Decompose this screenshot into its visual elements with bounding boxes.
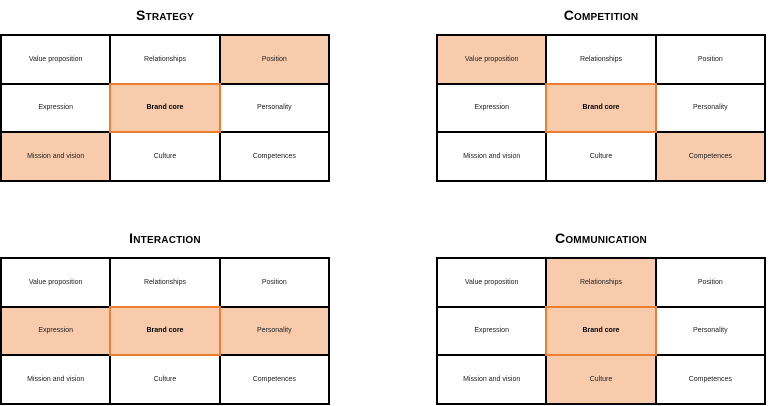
cell-position: Position xyxy=(656,259,766,308)
cell-personality: Personality xyxy=(220,307,330,357)
cell-culture: Culture xyxy=(111,133,221,182)
cell-culture: Culture xyxy=(111,356,221,405)
cell-culture: Culture xyxy=(547,356,657,405)
cell-position: Position xyxy=(220,259,330,308)
panel-title: Strategy xyxy=(136,7,194,23)
cell-expression: Expression xyxy=(438,307,548,357)
brand-grid: Value proposition Relationships Position… xyxy=(436,34,766,182)
cell-value-proposition: Value proposition xyxy=(2,36,112,85)
panel-title: Competition xyxy=(563,7,639,23)
cell-brand-core: Brand core xyxy=(545,82,657,134)
cell-relationships: Relationships xyxy=(111,36,221,85)
cell-brand-core: Brand core xyxy=(109,305,221,357)
cell-mission-and-vision: Mission and vision xyxy=(2,133,112,182)
panel-competition: Competition Value proposition Relationsh… xyxy=(436,0,766,182)
cell-mission-and-vision: Mission and vision xyxy=(438,133,548,182)
brand-grid: Value proposition Relationships Position… xyxy=(0,257,330,405)
cell-mission-and-vision: Mission and vision xyxy=(438,356,548,405)
brand-grid: Value proposition Relationships Position… xyxy=(0,34,330,182)
panel-title: Communication xyxy=(555,230,647,246)
cell-relationships: Relationships xyxy=(111,259,221,308)
panel-interaction: Interaction Value proposition Relationsh… xyxy=(0,223,330,406)
cell-expression: Expression xyxy=(2,84,112,134)
cell-personality: Personality xyxy=(656,307,766,357)
cell-position: Position xyxy=(220,36,330,85)
cell-relationships: Relationships xyxy=(547,259,657,308)
panel-title: Interaction xyxy=(129,230,201,246)
cell-competences: Competences xyxy=(656,356,766,405)
cell-value-proposition: Value proposition xyxy=(438,259,548,308)
cell-value-proposition: Value proposition xyxy=(2,259,112,308)
cell-relationships: Relationships xyxy=(547,36,657,85)
cell-brand-core: Brand core xyxy=(545,305,657,357)
cell-value-proposition: Value proposition xyxy=(438,36,548,85)
cell-brand-core: Brand core xyxy=(109,82,221,134)
cell-competences: Competences xyxy=(220,133,330,182)
cell-competences: Competences xyxy=(220,356,330,405)
cell-personality: Personality xyxy=(220,84,330,134)
cell-competences: Competences xyxy=(656,133,766,182)
cell-mission-and-vision: Mission and vision xyxy=(2,356,112,405)
cell-personality: Personality xyxy=(656,84,766,134)
cell-expression: Expression xyxy=(2,307,112,357)
cell-position: Position xyxy=(656,36,766,85)
cell-culture: Culture xyxy=(547,133,657,182)
brand-grid: Value proposition Relationships Position… xyxy=(436,257,766,405)
cell-expression: Expression xyxy=(438,84,548,134)
panel-strategy: Strategy Value proposition Relationships… xyxy=(0,0,330,182)
panel-communication: Communication Value proposition Relation… xyxy=(436,223,766,406)
